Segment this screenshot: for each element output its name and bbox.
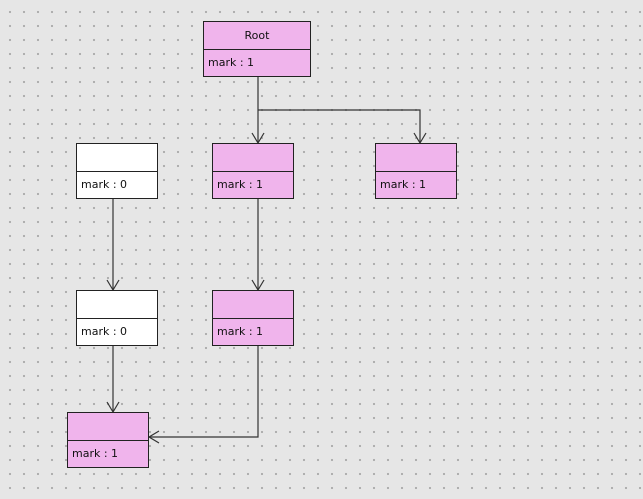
edge-c-d xyxy=(147,346,259,444)
node-attr: mark : 1 xyxy=(217,325,264,339)
node-title xyxy=(213,291,293,319)
node-w1[interactable]: mark : 0 xyxy=(76,143,158,199)
edge-w1-w2 xyxy=(106,199,120,292)
node-w2[interactable]: mark : 0 xyxy=(76,290,158,346)
node-attr: mark : 1 xyxy=(72,447,119,461)
edge-root-b xyxy=(258,109,427,145)
node-c[interactable]: mark : 1 xyxy=(212,290,294,346)
node-attr: mark : 0 xyxy=(81,178,128,192)
node-a[interactable]: mark : 1 xyxy=(212,143,294,199)
edge-a-c xyxy=(251,199,265,292)
node-attr: mark : 1 xyxy=(217,178,264,192)
node-attr: mark : 1 xyxy=(208,56,255,70)
node-title xyxy=(77,291,157,319)
node-title xyxy=(213,144,293,172)
node-root[interactable]: Root mark : 1 xyxy=(203,21,311,77)
node-title xyxy=(77,144,157,172)
edge-w2-d xyxy=(106,346,120,414)
node-b[interactable]: mark : 1 xyxy=(375,143,457,199)
node-title: Root xyxy=(204,22,310,50)
node-title xyxy=(68,413,148,441)
node-attr: mark : 0 xyxy=(81,325,128,339)
node-d[interactable]: mark : 1 xyxy=(67,412,149,468)
node-title xyxy=(376,144,456,172)
node-attr: mark : 1 xyxy=(380,178,427,192)
